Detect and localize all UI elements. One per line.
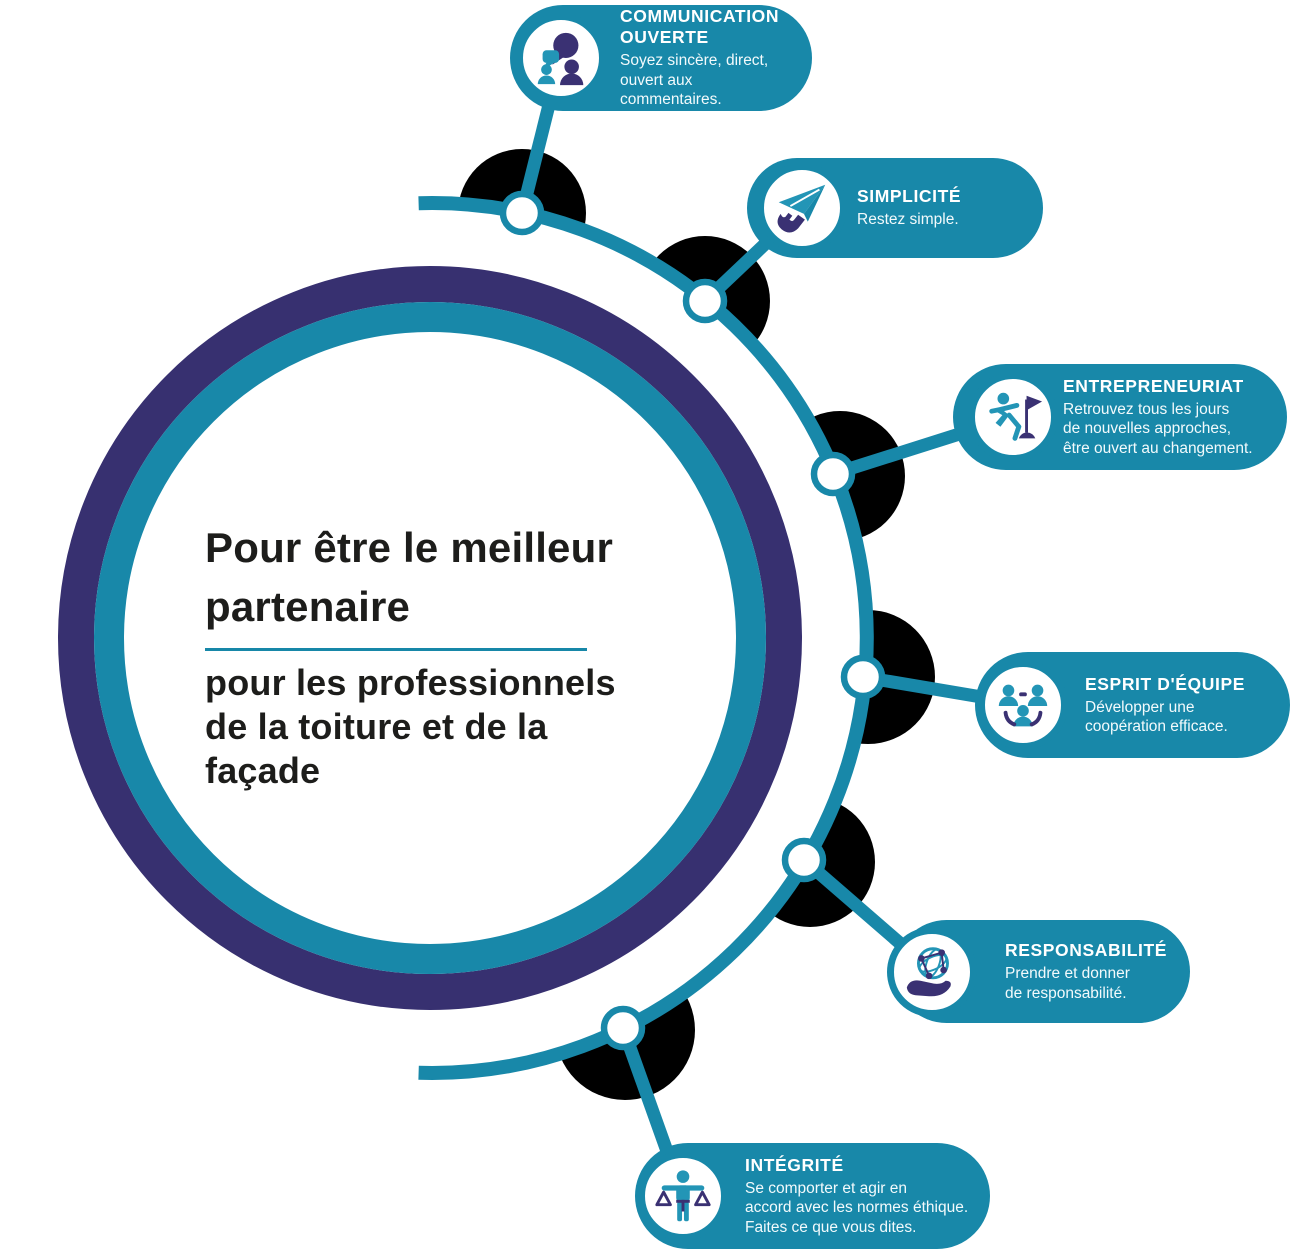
value-title-line: SIMPLICITÉ [857,186,962,207]
value-desc-line: ouvert aux commentaires. [620,71,722,109]
value-description: Développer une coopération efficace. [1085,698,1276,737]
center-title: Pour être le meilleur partenaire [205,518,695,636]
value-bubble-entrepreneuriat: ENTREPRENEURIAT Retrouvez tous les jours… [953,364,1287,470]
navy-ring [58,266,802,1010]
center-subtitle-line: de la toiture et de la [205,706,548,747]
value-title-line: RESPONSABILITÉ [1005,940,1168,960]
value-title-line: ESPRIT D'ÉQUIPE [1085,673,1245,694]
value-desc-line: Prendre et donner [1005,965,1130,982]
teal-ring [94,302,766,974]
value-desc-line: Retrouvez tous les jours [1063,400,1230,418]
value-desc-line: être ouvert au changement. [1063,439,1253,457]
node-circles [499,190,886,1051]
value-title-line: ENTREPRENEURIAT [1063,375,1244,396]
center-subtitle-line: façade [205,750,321,791]
value-title: ESPRIT D'ÉQUIPE [1085,674,1276,695]
center-title-line: Pour être le meilleur [205,524,614,571]
communication-icon [516,13,606,103]
value-title: SIMPLICITÉ [857,186,1029,207]
team-icon [978,660,1068,750]
value-desc-line: de nouvelles approches, [1063,420,1232,438]
value-title-line: COMMUNICATION [620,6,780,27]
value-description: Soyez sincère, direct, ouvert aux commen… [620,51,798,110]
value-description: Se comporter et agir en accord avec les … [745,1179,976,1238]
center-title-line: partenaire [205,583,411,630]
value-title: COMMUNICATION OUVERTE [620,6,798,48]
value-description: Prendre et donner de responsabilité. [1005,964,1176,1003]
value-description: Restez simple. [857,210,1029,230]
value-desc-line: de responsabilité. [1005,984,1127,1002]
value-bubble-esprit-equipe: ESPRIT D'ÉQUIPE Développer une coopérati… [975,652,1290,758]
value-desc-line: accord avec les normes éthique. [745,1199,969,1217]
value-title: ENTREPRENEURIAT [1063,376,1273,397]
value-bubble-responsabilite: RESPONSABILITÉ Prendre et donner de resp… [887,920,1190,1023]
value-desc-line: coopération efficace. [1085,718,1228,735]
value-title-line: OUVERTE [620,27,709,48]
entrepreneurship-icon [968,372,1058,462]
center-subtitle: pour les professionnels de la toiture et… [205,661,695,793]
value-title-line: INTÉGRITÉ [745,1154,844,1175]
responsibility-icon [887,926,977,1017]
value-desc-line: Se comporter et agir en [745,1179,907,1197]
center-statement: Pour être le meilleur partenaire pour le… [205,518,695,793]
value-bubble-communication: COMMUNICATION OUVERTE Soyez sincère, dir… [510,5,812,111]
value-desc-line: Soyez sincère, direct, [620,52,769,70]
value-desc-line: Faites ce que vous dites. [745,1218,917,1236]
value-bubble-simplicite: SIMPLICITÉ Restez simple. [747,158,1043,258]
value-title: INTÉGRITÉ [745,1155,976,1176]
value-bubble-integrite: INTÉGRITÉ Se comporter et agir en accord… [635,1143,990,1249]
value-title: RESPONSABILITÉ [1005,940,1176,961]
value-description: Retrouvez tous les jours de nouvelles ap… [1063,400,1273,459]
center-divider [205,648,587,651]
simplicity-icon [757,163,847,253]
integrity-icon [638,1151,728,1241]
center-subtitle-line: pour les professionnels [205,662,616,703]
value-desc-line: Restez simple. [857,211,959,229]
value-desc-line: Développer une [1085,698,1195,716]
